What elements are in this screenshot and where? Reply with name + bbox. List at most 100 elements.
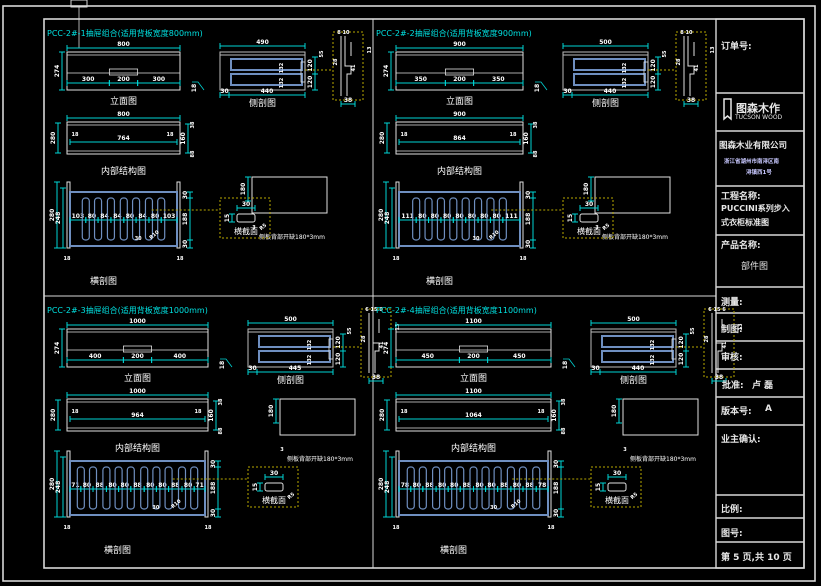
elevation-note-label: 18 xyxy=(562,361,569,369)
cross-right-top-dim-label: 30 xyxy=(210,460,217,468)
cross-spacing-dim-label: 84 xyxy=(138,213,146,220)
profile-outline xyxy=(711,313,723,373)
owner-confirm-label: 业主确认: xyxy=(721,435,761,445)
cross-slot xyxy=(461,197,470,241)
cross-spacing-dim-label: 80 xyxy=(158,482,166,489)
internal-inset-right-label: 18 xyxy=(195,409,202,415)
elevation-note-label: 18 xyxy=(191,84,198,92)
cross-right-bottom-dim-label: 30 xyxy=(525,240,532,248)
drawer-box-1 xyxy=(573,58,646,71)
cross-section-label: 横剖图 xyxy=(104,544,131,556)
cross-slot xyxy=(473,197,483,241)
profile-height-dim-label: 15 xyxy=(224,214,231,222)
elevation-width-dim-label: 1100 xyxy=(465,318,482,325)
side-front-dim-label: 30 xyxy=(248,365,256,372)
detail-bottom-dim-label: 38 xyxy=(372,374,380,381)
cross-slot xyxy=(424,197,433,241)
internal-right-bottom-label: 88 xyxy=(533,150,539,157)
profile-label: 横截面 xyxy=(234,226,258,236)
cross-spacing-dim-label: 103 xyxy=(163,213,176,220)
side-upper-dim-label: 120 xyxy=(650,59,657,72)
back-cut-depth-label: 3 xyxy=(623,447,627,453)
cross-spacing-dim-label: 80 xyxy=(513,482,521,489)
cross-right-mid-dim-label: 188 xyxy=(210,482,217,495)
internal-right-top-label: 38 xyxy=(190,121,196,128)
elevation-outline xyxy=(66,51,181,91)
cross-slot xyxy=(76,466,85,510)
cross-foot-left-label: 18 xyxy=(393,525,400,531)
side-back-rail xyxy=(328,338,334,360)
cross-foot-left-label: 18 xyxy=(393,256,400,262)
internal-right-bottom-label: 88 xyxy=(561,427,567,434)
side-depth-dim-label: 500 xyxy=(284,316,297,323)
panel-title: PCC-2#-4抽屉组合(适用背板宽度1100mm) xyxy=(376,305,537,315)
internal-inset-right-label: 18 xyxy=(167,132,174,138)
cross-slot xyxy=(469,466,478,510)
detail-top-label: 15 xyxy=(371,307,378,313)
elevation-segment-dim-label: 200 xyxy=(467,353,480,360)
elevation-note-label: 18 xyxy=(534,84,541,92)
cross-spacing-dim-label: 80 xyxy=(468,213,476,220)
elevation-segment-dim-label: 200 xyxy=(131,353,144,360)
side-section-label: 侧剖图 xyxy=(592,97,619,109)
detail-top-label: 8 xyxy=(680,30,684,36)
drawer-height-label: 132 xyxy=(279,77,285,88)
detail-top-label: 10 xyxy=(343,30,350,36)
cross-slot xyxy=(119,197,128,241)
profile-height-dim-label: 15 xyxy=(252,483,259,491)
panel-title: PCC-2#-2抽屉组合(适用背板宽度900mm) xyxy=(376,28,532,38)
cross-spacing-dim-label: 84 xyxy=(100,213,108,220)
company-address-2: 浔镇西1号 xyxy=(746,170,772,176)
side-top-label: 55 xyxy=(662,50,668,57)
back-cut-height-dim-label: 180 xyxy=(268,405,275,418)
cross-slot xyxy=(436,197,446,241)
detail-top-label: 6 xyxy=(379,307,383,313)
profile-label: 横截面 xyxy=(262,495,286,505)
detail-mid-label: 41 xyxy=(694,64,700,71)
cross-outer-height-dim-label: 280 xyxy=(378,209,385,222)
cross-slot xyxy=(456,466,465,510)
cross-slot xyxy=(449,197,458,241)
measure-label: 测量: xyxy=(721,298,743,308)
order-no-label: 订单号: xyxy=(721,42,752,52)
elevation-height-dim-label: 274 xyxy=(383,342,390,355)
cross-slot xyxy=(493,466,502,510)
drawer-box-2 xyxy=(601,350,674,363)
side-lower-dim-label: 120 xyxy=(335,353,342,366)
cross-inner-height-dim-label: 248 xyxy=(384,212,391,225)
back-cut-depth-label: 3 xyxy=(280,447,284,453)
logo-en: TUCSON WOOD xyxy=(735,114,783,121)
cross-section-label: 横剖图 xyxy=(426,275,453,287)
side-top-label: 55 xyxy=(347,327,353,334)
profile-radius-label: R5 xyxy=(630,491,640,501)
internal-inner-dim-label: 764 xyxy=(117,135,130,142)
cross-spacing-dim-label: 80 xyxy=(431,213,439,220)
elevation-height-dim-label: 274 xyxy=(54,342,61,355)
cross-slot xyxy=(114,466,123,510)
elevation-height-dim-label: 274 xyxy=(54,65,61,78)
cross-outer-height-dim-label: 280 xyxy=(378,478,385,491)
cross-spacing-dim-label: 80 xyxy=(418,213,426,220)
cross-right-top-dim-label: 30 xyxy=(553,460,560,468)
cross-spacing-dim-label: 80 xyxy=(450,482,458,489)
detail-right-label: 13 xyxy=(395,323,401,330)
drawer-box-2 xyxy=(258,350,331,363)
cross-spacing-dim-label: 80 xyxy=(88,213,96,220)
product-value: 部件图 xyxy=(741,262,769,272)
outer-frame xyxy=(2,5,816,582)
cross-spacing-dim-label: 71 xyxy=(71,482,79,489)
side-inner-dim-label: 440 xyxy=(604,88,617,95)
cross-foot-right-label: 18 xyxy=(548,525,555,531)
internal-right-dim-label: 160 xyxy=(551,409,558,422)
